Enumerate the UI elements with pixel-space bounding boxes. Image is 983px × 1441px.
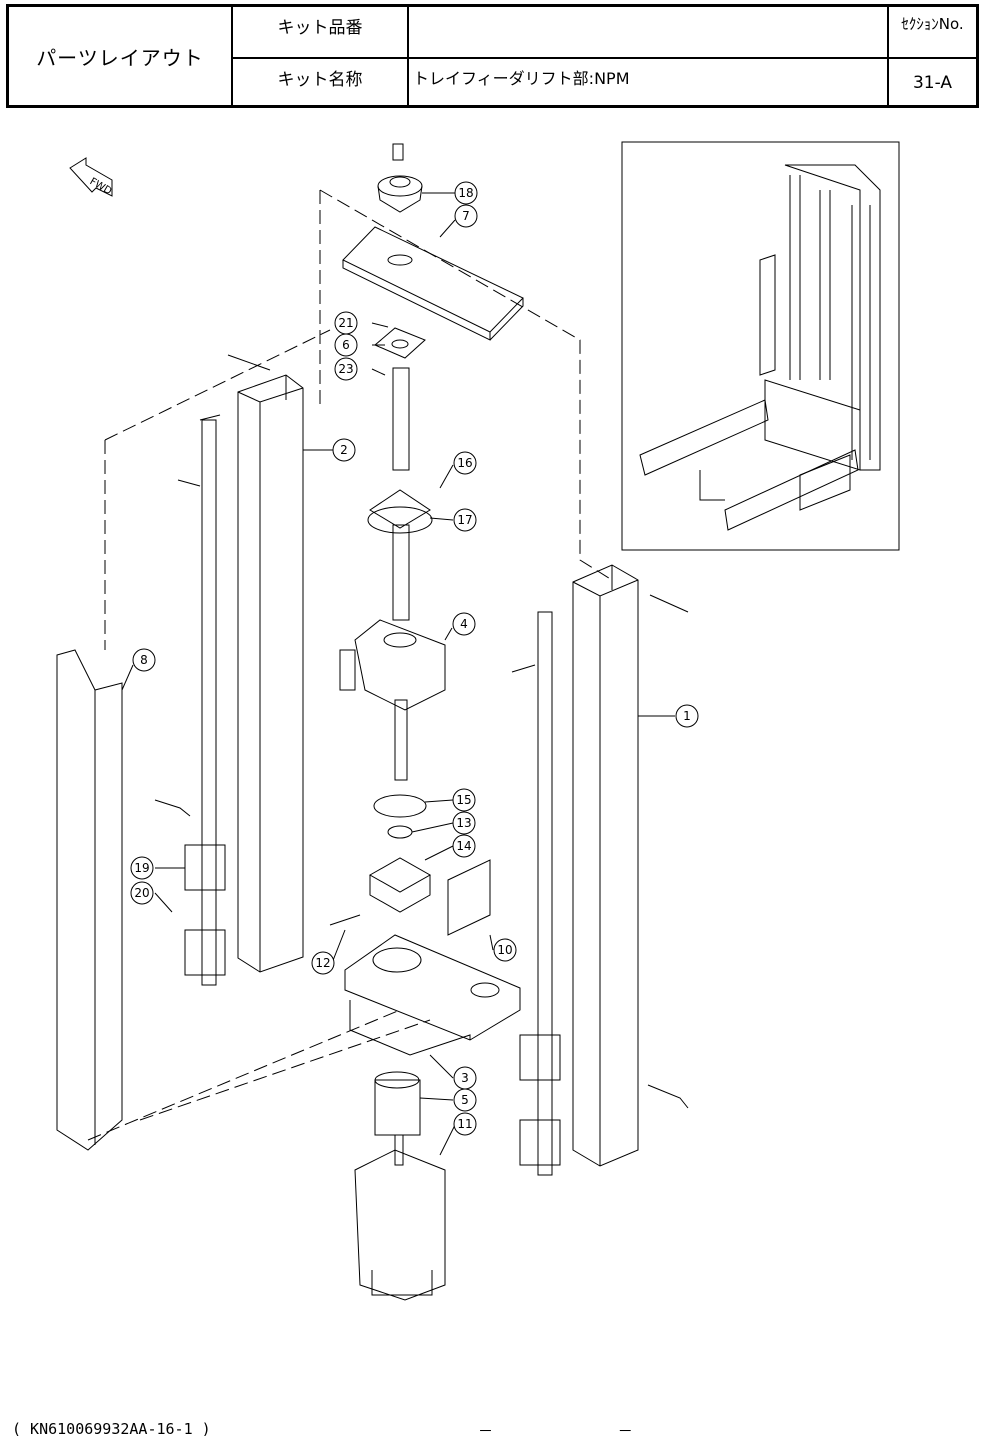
svg-text:6: 6 <box>342 338 350 352</box>
svg-text:2: 2 <box>340 443 348 457</box>
kit-number-label: キット品番 <box>233 7 409 59</box>
callout-1: 1 <box>676 705 698 727</box>
section-number: 31-A <box>889 59 976 105</box>
callout-17: 17 <box>454 509 476 531</box>
svg-text:1: 1 <box>683 709 691 723</box>
callout-3: 3 <box>454 1067 476 1089</box>
kit-name-label: キット名称 <box>233 59 409 105</box>
callout-21: 21 <box>335 312 357 334</box>
svg-text:10: 10 <box>497 943 512 957</box>
svg-text:17: 17 <box>457 513 472 527</box>
page-title: パーツレイアウト <box>9 7 233 105</box>
svg-text:11: 11 <box>457 1117 472 1131</box>
svg-text:23: 23 <box>338 362 353 376</box>
callout-4: 4 <box>453 613 475 635</box>
kit-name-value: トレイフィーダリフト部:NPM <box>409 59 889 105</box>
svg-text:14: 14 <box>456 839 471 853</box>
callout-23: 23 <box>335 358 357 380</box>
svg-text:12: 12 <box>315 956 330 970</box>
section-label: ｾｸｼｮﾝNo. <box>889 7 976 59</box>
svg-text:21: 21 <box>338 316 353 330</box>
callout-5: 5 <box>454 1089 476 1111</box>
svg-text:8: 8 <box>140 653 148 667</box>
page-number: － － <box>478 1420 693 1441</box>
assembly-inset-drawing <box>640 165 880 530</box>
document-code: ( KN610069932AA-16-1 ) <box>12 1420 211 1438</box>
fwd-label: FWD <box>88 176 114 197</box>
kit-number-value <box>409 7 889 59</box>
svg-text:16: 16 <box>457 456 472 470</box>
callout-6: 6 <box>335 334 357 356</box>
callout-18: 18 <box>455 182 477 204</box>
svg-text:13: 13 <box>456 816 471 830</box>
callout-2: 2 <box>333 439 355 461</box>
callout-15: 15 <box>453 789 475 811</box>
callout-20: 20 <box>131 882 153 904</box>
callout-16: 16 <box>454 452 476 474</box>
callout-8: 8 <box>133 649 155 671</box>
callout-7: 7 <box>455 205 477 227</box>
svg-text:7: 7 <box>462 209 470 223</box>
title-block: パーツレイアウト キット品番 ｾｸｼｮﾝNo. キット名称 トレイフィーダリフト… <box>6 4 979 108</box>
svg-text:5: 5 <box>461 1093 469 1107</box>
callout-13: 13 <box>453 812 475 834</box>
callout-19: 19 <box>131 857 153 879</box>
callout-12: 12 <box>312 952 334 974</box>
svg-text:18: 18 <box>458 186 473 200</box>
svg-text:3: 3 <box>461 1071 469 1085</box>
svg-text:19: 19 <box>134 861 149 875</box>
callout-11: 11 <box>454 1113 476 1135</box>
callout-14: 14 <box>453 835 475 857</box>
svg-text:4: 4 <box>460 617 468 631</box>
svg-text:20: 20 <box>134 886 149 900</box>
exploded-parts-diagram: FWD <box>0 120 983 1410</box>
fwd-arrow-icon: FWD <box>70 158 114 198</box>
callout-10: 10 <box>494 939 516 961</box>
svg-text:15: 15 <box>456 793 471 807</box>
